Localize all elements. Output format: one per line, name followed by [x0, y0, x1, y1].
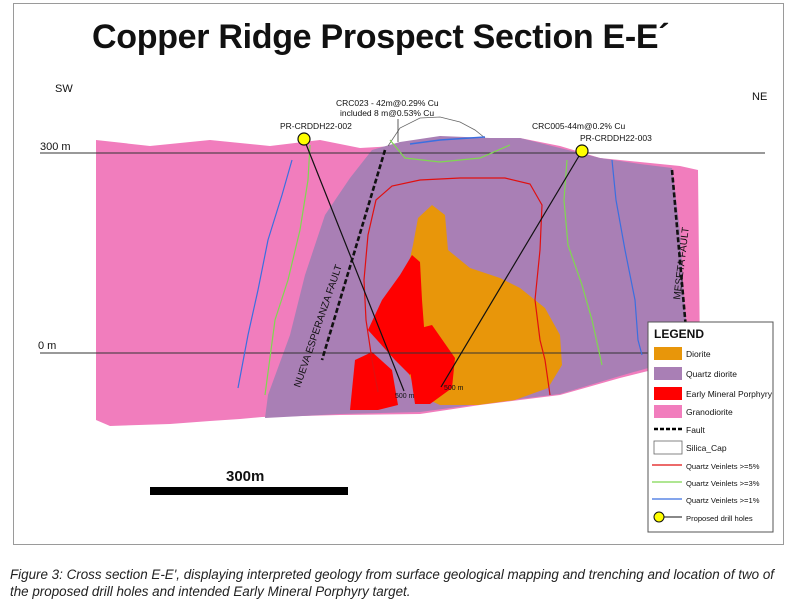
crc023-annotation-line1: CRC023 - 42m@0.29% Cu — [336, 98, 439, 108]
legend-label-quartz-veinlets-1: Quartz Veinlets >=1% — [686, 496, 760, 505]
drill-hole-002-collar — [297, 132, 311, 146]
drill-hole-003-depth: 500 m — [444, 385, 464, 392]
scale-bar-label: 300m — [226, 468, 264, 485]
elevation-label-0: 0 m — [38, 340, 56, 352]
elevation-label-300: 300 m — [40, 141, 71, 153]
drill-hole-002-trace — [303, 138, 405, 392]
legend-swatch-quartz-diorite — [654, 367, 682, 380]
drill-hole-002-name: PR-CRDDH22-002 — [280, 121, 352, 131]
legend-label-fault: Fault — [686, 425, 706, 435]
nueva-esperanza-fault-line — [320, 149, 387, 361]
legend-item-granodiorite: Granodiorite — [654, 405, 733, 418]
drill-hole-002-depth: 500 m — [395, 393, 415, 400]
direction-label-ne: NE — [752, 91, 767, 103]
silica-cap-blue-rim — [409, 136, 486, 145]
legend-label-early-mineral-porphyry: Early Mineral Porphyry — [686, 389, 773, 399]
legend-label-quartz-diorite: Quartz diorite — [686, 369, 737, 379]
porphyry-unit-lower-left — [350, 352, 398, 410]
legend-item-silica-cap: Silica_Cap — [653, 440, 727, 455]
veinlet-3pct-top — [389, 139, 511, 163]
veinlet-1pct-right — [611, 159, 643, 356]
legend-item-quartz-veinlets-1: Quartz Veinlets >=1% — [652, 496, 760, 505]
legend-swatch-granodiorite — [654, 405, 682, 418]
crc005-annotation: CRC005-44m@0.2% Cu — [532, 121, 625, 131]
porphyry-unit-upper — [368, 255, 425, 375]
legend-item-quartz-veinlets-5: Quartz Veinlets >=5% — [652, 462, 760, 471]
silica-cap-outline — [387, 116, 486, 147]
legend-swatch-diorite — [654, 347, 682, 360]
legend-item-fault: Fault — [654, 425, 706, 435]
legend-title: LEGEND — [654, 327, 704, 341]
legend-label-silica-cap: Silica_Cap — [686, 443, 727, 453]
veinlet-3pct-left — [264, 144, 311, 396]
legend-label-proposed-drill-holes: Proposed drill holes — [686, 514, 753, 523]
porphyry-unit-lower-right — [410, 325, 455, 404]
veinlet-3pct-right — [563, 159, 603, 366]
legend-item-quartz-diorite: Quartz diorite — [654, 367, 737, 380]
legend-label-quartz-veinlets-3: Quartz Veinlets >=3% — [686, 479, 760, 488]
legend-label-quartz-veinlets-5: Quartz Veinlets >=5% — [686, 462, 760, 471]
legend-item-early-mineral-porphyry: Early Mineral Porphyry — [654, 387, 773, 400]
veinlet-1pct-left — [237, 159, 293, 389]
legend-label-diorite: Diorite — [686, 349, 711, 359]
drill-hole-003-collar — [575, 144, 589, 158]
legend-item-diorite: Diorite — [654, 347, 711, 360]
figure-caption: Figure 3: Cross section E-E', displaying… — [10, 567, 775, 599]
legend-swatch-early-mineral-porphyry — [654, 387, 682, 400]
section-title: Copper Ridge Prospect Section E-E´ — [92, 18, 670, 56]
direction-label-sw: SW — [55, 83, 73, 95]
legend-label-granodiorite: Granodiorite — [686, 407, 733, 417]
drill-hole-003-trace — [440, 150, 583, 388]
legend-swatch-silica-cap — [653, 440, 683, 455]
legend-swatch-proposed-drill-holes — [653, 511, 682, 523]
scale-bar — [150, 487, 348, 495]
legend-item-quartz-veinlets-3: Quartz Veinlets >=3% — [652, 479, 760, 488]
drill-hole-003-name: PR-CRDDH22-003 — [580, 133, 652, 143]
legend-item-proposed-drill-holes: Proposed drill holes — [653, 511, 753, 523]
crc023-annotation-line2: included 8 m@0.53% Cu — [340, 108, 434, 118]
